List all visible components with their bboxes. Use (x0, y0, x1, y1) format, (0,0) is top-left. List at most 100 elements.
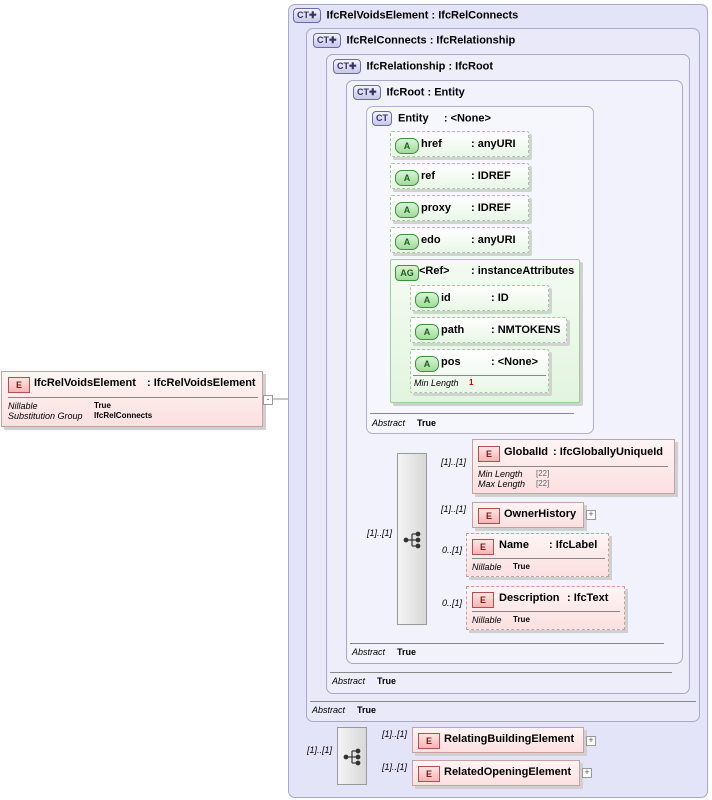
element-type: : IfcGloballyUniqueId (553, 446, 664, 458)
attribute-badge-icon: A (415, 324, 439, 340)
element-badge: E (418, 766, 440, 782)
attribute-type: : IDREF (471, 170, 511, 182)
prop-label-max-length: Max Length (478, 479, 526, 489)
element-ownerhistory[interactable]: E OwnerHistory (472, 502, 584, 528)
attribute-type: : NMTOKENS (491, 324, 561, 336)
element-name: IfcRelVoidsElement (34, 377, 136, 389)
ifcroot-abstract-value: True (397, 647, 417, 657)
attribute-path[interactable]: A path : NMTOKENS (410, 317, 567, 343)
ct-badge-icon: CT✚ (293, 8, 321, 23)
element-relatedopeningelement[interactable]: E RelatedOpeningElement (412, 760, 580, 786)
prop-value-min-length: [22] (536, 469, 550, 478)
name-cardinality: 0..[1] (442, 545, 463, 555)
relatingbuildingelement-cardinality: [1]..[1] (382, 729, 408, 739)
ifcrelconnects-abstract-value: True (357, 705, 377, 715)
attribute-badge-icon: A (395, 234, 419, 250)
ifcrelationship-abstract-value: True (377, 676, 397, 686)
attribute-type: : anyURI (471, 234, 516, 246)
ct-header-ifcrelconnects: CT✚IfcRelConnects : IfcRelationship (313, 33, 515, 48)
expand-relatingbuildingelement-icon[interactable]: + (586, 736, 596, 746)
prop-label-nillable: Nillable (472, 615, 502, 625)
ct-badge-icon: CT✚ (333, 59, 361, 74)
prop-value-nillable: True (513, 562, 530, 571)
attribute-name: edo (421, 234, 441, 246)
globalid-cardinality: [1]..[1] (441, 457, 467, 467)
element-name: Description (499, 592, 560, 604)
element-description[interactable]: E Description : IfcText Nillable True (466, 586, 625, 630)
ct-badge-icon: CT (372, 111, 392, 126)
entity-abstract-value: True (417, 418, 437, 428)
attribute-ref[interactable]: A ref : IDREF (390, 163, 529, 189)
element-badge: E (478, 446, 500, 462)
expand-ownerhistory-icon[interactable]: + (586, 510, 596, 520)
ifcrelconnects-abstract-label: Abstract (312, 705, 346, 715)
sequence-icon (343, 748, 361, 766)
prop-label-min-length: Min Length (478, 469, 523, 479)
element-type: : IfcText (567, 592, 609, 604)
ifcrelationship-abstract-label: Abstract (332, 676, 366, 686)
ifcroot-abstract-label: Abstract (352, 647, 386, 657)
attribute-edo[interactable]: A edo : anyURI (390, 227, 529, 253)
ownerhistory-cardinality: [1]..[1] (441, 504, 467, 514)
element-badge: E (472, 539, 494, 555)
prop-label-substitution-group: Substitution Group (8, 411, 83, 421)
prop-label-nillable: Nillable (472, 562, 502, 572)
attribute-name: href (421, 138, 442, 150)
ct-badge-icon: CT✚ (313, 33, 341, 48)
attribute-pos[interactable]: A pos : <None> Min Length 1 (410, 349, 549, 393)
attribute-proxy[interactable]: A proxy : IDREF (390, 195, 529, 221)
prop-label-min-length: Min Length (414, 378, 459, 388)
prop-value-nillable: True (513, 615, 530, 624)
attribute-badge-icon: A (395, 170, 419, 186)
attribute-badge-icon: A (415, 292, 439, 308)
attribute-name: ref (421, 170, 436, 182)
sequence-icon (403, 531, 421, 549)
attribute-type: : anyURI (471, 138, 516, 150)
element-name: OwnerHistory (504, 508, 577, 520)
attribute-badge-icon: A (395, 202, 419, 218)
ct-badge-icon: CT✚ (353, 85, 381, 100)
element-badge: E (8, 377, 30, 393)
ct-header-ifcroot: CT✚IfcRoot : Entity (353, 85, 465, 100)
attribute-name: path (441, 324, 465, 336)
attribute-type: : <None> (491, 356, 539, 368)
attribute-group-badge-icon: AG (395, 265, 419, 281)
expand-relatedopeningelement-icon[interactable]: + (582, 768, 592, 778)
attribute-name: proxy (421, 202, 451, 214)
attribute-badge-icon: A (415, 356, 439, 372)
prop-value-substitution-group: IfcRelConnects (94, 411, 153, 420)
attribute-name: id (441, 292, 451, 304)
attribute-name: pos (441, 356, 461, 368)
attribute-type: : IDREF (471, 202, 511, 214)
element-name: RelatingBuildingElement (444, 733, 575, 745)
voids-sequence-cardinality: [1]..[1] (307, 745, 333, 755)
collapse-toggle-icon[interactable]: - (263, 395, 273, 405)
attribute-type: : ID (491, 292, 509, 304)
description-cardinality: 0..[1] (442, 598, 463, 608)
ifcroot-sequence-compositor[interactable] (397, 453, 427, 625)
element-type: : IfcLabel (549, 539, 598, 551)
element-badge: E (418, 733, 440, 749)
relatedopeningelement-cardinality: [1]..[1] (382, 762, 408, 772)
ct-header-ifcrelvoidselement: CT✚IfcRelVoidsElement : IfcRelConnects (293, 8, 518, 23)
prop-value-min-length: 1 (469, 378, 474, 387)
element-name: Name (499, 539, 529, 551)
prop-label-nillable: Nillable (8, 401, 38, 411)
element-badge: E (472, 592, 494, 608)
element-badge: E (478, 508, 500, 524)
ifcroot-sequence-cardinality: [1]..[1] (367, 528, 393, 538)
attribute-badge-icon: A (395, 138, 419, 154)
element-relatingbuildingelement[interactable]: E RelatingBuildingElement (412, 727, 584, 753)
element-globalid[interactable]: E GlobalId : IfcGloballyUniqueId Min Len… (472, 439, 675, 494)
element-name-ifclabel[interactable]: E Name : IfcLabel Nillable True (466, 533, 609, 577)
attribute-group-type: : instanceAttributes (471, 265, 575, 277)
prop-value-max-length: [22] (536, 479, 550, 488)
attribute-id[interactable]: A id : ID (410, 285, 549, 311)
element-name: RelatedOpeningElement (444, 766, 572, 778)
attribute-href[interactable]: A href : anyURI (390, 131, 529, 157)
prop-value-nillable: True (94, 401, 111, 410)
root-element-ifcrelvoidselement[interactable]: E IfcRelVoidsElement : IfcRelVoidsElemen… (1, 371, 263, 427)
element-type: : IfcRelVoidsElement (147, 377, 256, 389)
element-name: GlobalId (504, 446, 548, 458)
